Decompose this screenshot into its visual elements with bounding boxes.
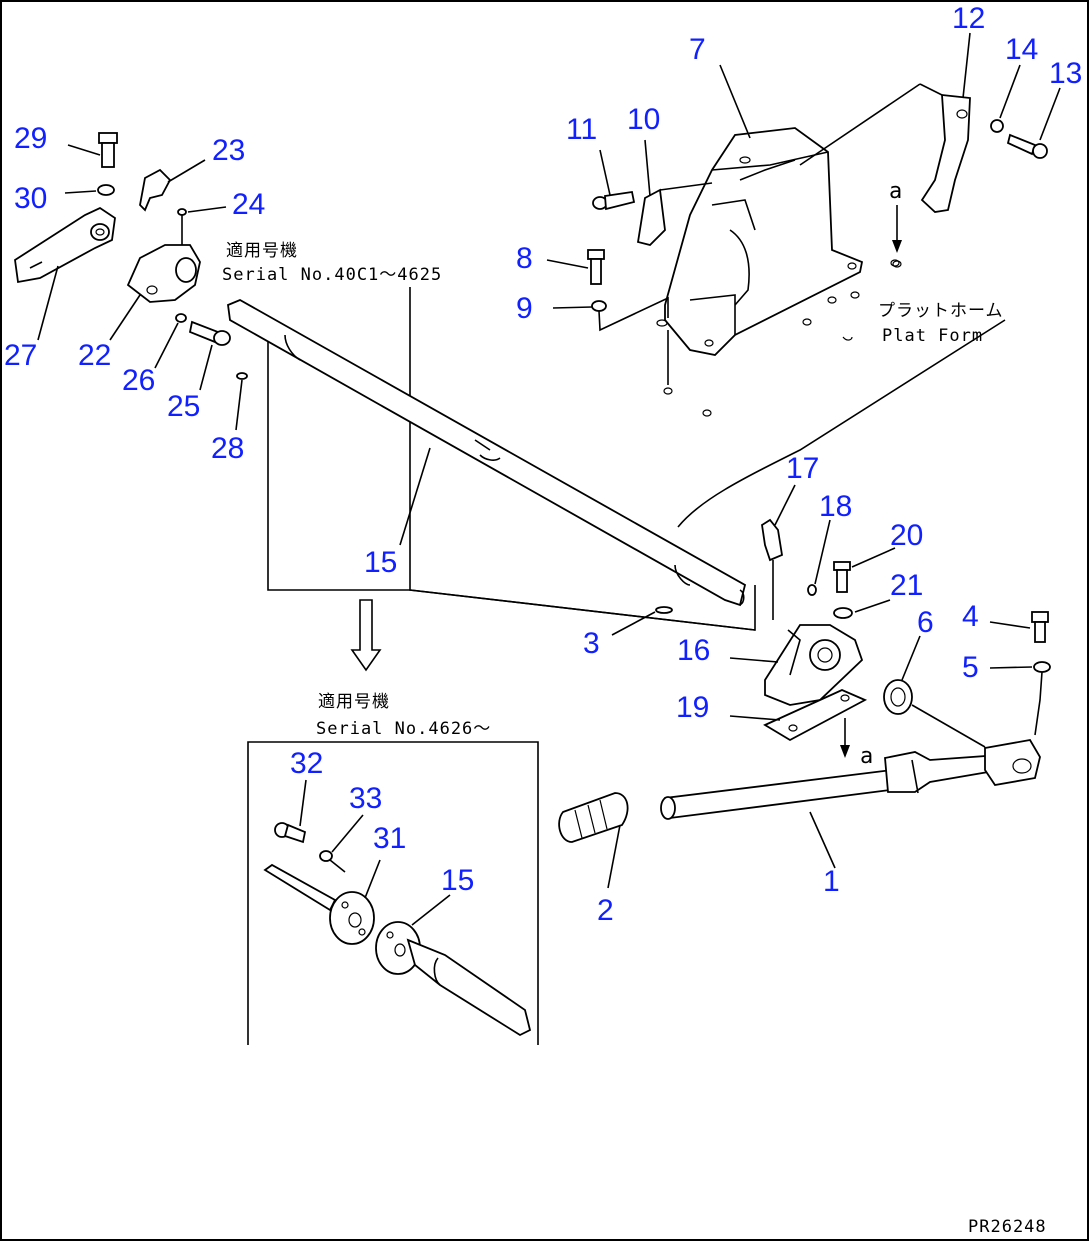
flange-shaft-part-15 bbox=[375, 921, 532, 1037]
bolt-part-20 bbox=[833, 561, 851, 593]
elbow-fitting-part-23 bbox=[139, 168, 172, 212]
bolt-part-32 bbox=[274, 822, 307, 844]
serial-note-new-serial: Serial No.4626～ bbox=[316, 719, 491, 739]
spacer-part-6 bbox=[883, 679, 913, 715]
callout-16: 16 bbox=[677, 634, 710, 667]
washer-part-33 bbox=[319, 850, 333, 862]
callout-13: 13 bbox=[1049, 57, 1082, 90]
housing-part-7 bbox=[656, 127, 864, 356]
callout-30: 30 bbox=[14, 182, 47, 215]
ref-mark-bottom: a bbox=[860, 744, 874, 769]
serial-note-old-jp: 適用号機 bbox=[226, 241, 298, 261]
callout-8: 8 bbox=[516, 242, 533, 275]
fitting-part-18 bbox=[807, 584, 817, 596]
platform-note-en: Plat Form bbox=[882, 326, 983, 346]
callout-32: 32 bbox=[290, 747, 323, 780]
washer-part-9 bbox=[591, 300, 607, 312]
callout-5: 5 bbox=[962, 651, 979, 684]
callout-2: 2 bbox=[597, 894, 614, 927]
callout-22: 22 bbox=[78, 339, 111, 372]
drawing-code: PR26248 bbox=[968, 1217, 1047, 1237]
callout-29: 29 bbox=[14, 122, 47, 155]
washer-part-14 bbox=[990, 119, 1004, 133]
ref-arrow-bottom bbox=[840, 718, 850, 758]
washer-part-30 bbox=[97, 184, 115, 196]
callout-numbers: 1 2 3 4 5 6 7 8 9 10 11 12 13 14 15 16 1… bbox=[4, 2, 1082, 927]
fitting-part-24 bbox=[177, 208, 187, 216]
plate-part-19 bbox=[763, 689, 868, 742]
callout-27: 27 bbox=[4, 339, 37, 372]
key-part-28 bbox=[236, 372, 248, 380]
washer-part-21 bbox=[833, 607, 853, 619]
coupling-part-22 bbox=[126, 244, 201, 303]
ref-mark-top: a bbox=[889, 179, 903, 204]
lever-part-12 bbox=[919, 83, 971, 213]
callout-23: 23 bbox=[212, 134, 245, 167]
serial-box-new bbox=[247, 741, 539, 1045]
flange-part-31 bbox=[263, 863, 375, 945]
lever-part-27 bbox=[14, 206, 116, 284]
ref-arrow-top bbox=[892, 205, 902, 268]
callout-14: 14 bbox=[1005, 33, 1038, 66]
lever-part-1 bbox=[660, 739, 1041, 820]
callout-4: 4 bbox=[962, 600, 979, 633]
serial-note-new-jp: 適用号機 bbox=[318, 692, 390, 712]
bolt-part-11 bbox=[592, 190, 636, 211]
callout-31: 31 bbox=[373, 822, 406, 855]
shaft-part-15 bbox=[227, 299, 747, 607]
callout-1: 1 bbox=[823, 865, 840, 898]
washer-part-26 bbox=[175, 313, 187, 323]
callout-17: 17 bbox=[786, 452, 819, 485]
bearing-part-16 bbox=[764, 624, 864, 706]
callout-25: 25 bbox=[167, 390, 200, 423]
callout-20: 20 bbox=[890, 519, 923, 552]
callout-7: 7 bbox=[689, 33, 706, 66]
callout-15: 15 bbox=[364, 546, 397, 579]
callout-9: 9 bbox=[516, 292, 533, 325]
serial-box-old bbox=[267, 287, 756, 631]
bolt-part-8 bbox=[587, 249, 605, 285]
callout-3: 3 bbox=[583, 627, 600, 660]
key-part-3 bbox=[655, 606, 673, 614]
callout-12: 12 bbox=[952, 2, 985, 35]
washer-part-5 bbox=[1033, 661, 1051, 673]
serial-note-old-serial: Serial No.40C1～4625 bbox=[222, 265, 442, 285]
callout-15-inset: 15 bbox=[441, 864, 474, 897]
leader-lines bbox=[37, 32, 1061, 926]
down-arrow-serial bbox=[350, 599, 382, 672]
bolt-part-25 bbox=[188, 320, 231, 346]
callout-19: 19 bbox=[676, 691, 709, 724]
bracket-part-10 bbox=[636, 188, 666, 246]
callout-21: 21 bbox=[890, 569, 923, 602]
callout-26: 26 bbox=[122, 364, 155, 397]
platform-holes bbox=[663, 259, 900, 417]
callout-10: 10 bbox=[627, 103, 660, 136]
grease-fitting-part-17 bbox=[761, 518, 784, 562]
callout-18: 18 bbox=[819, 490, 852, 523]
callout-6: 6 bbox=[917, 606, 934, 639]
callout-28: 28 bbox=[211, 432, 244, 465]
callout-24: 24 bbox=[232, 188, 265, 221]
platform-note-jp: プラットホーム bbox=[878, 301, 1004, 321]
grip-part-2 bbox=[558, 792, 629, 843]
bolt-part-4 bbox=[1031, 611, 1049, 643]
bolt-part-13 bbox=[1006, 133, 1048, 159]
callout-11: 11 bbox=[566, 113, 597, 146]
bolt-part-29 bbox=[98, 132, 118, 168]
callout-33: 33 bbox=[349, 782, 382, 815]
